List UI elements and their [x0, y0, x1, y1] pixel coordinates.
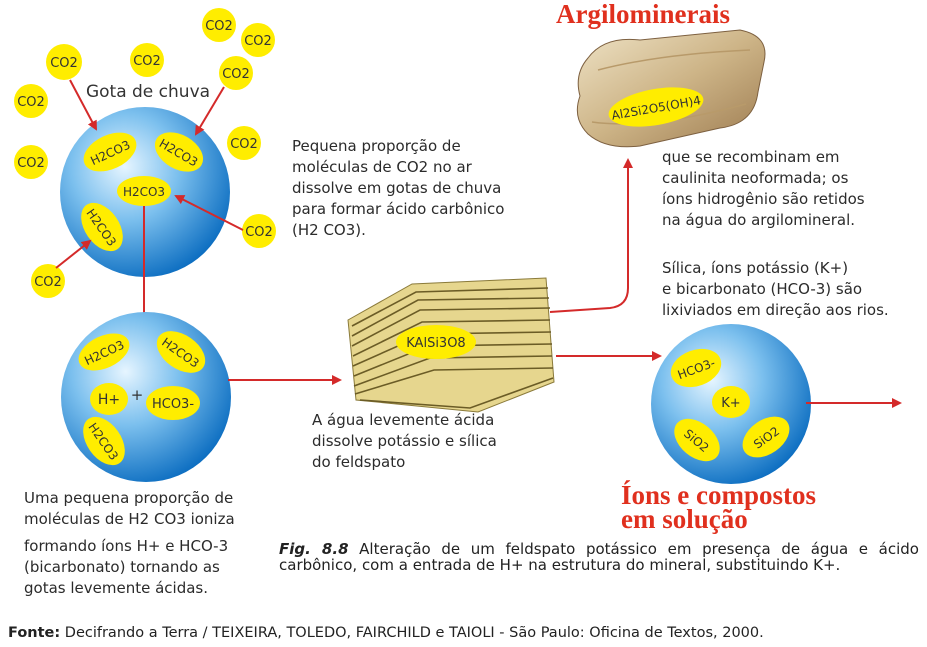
plus-sign: + [131, 386, 144, 404]
h2co3-bubble: H2CO3 [117, 176, 171, 206]
co2-inflow-arrows [55, 79, 244, 269]
co2-label: CO2 [245, 225, 273, 240]
co2-bubble: CO2 [219, 56, 253, 90]
rain-drop-title: Gota de chuva [86, 82, 210, 102]
co2-label: CO2 [205, 19, 233, 34]
feldspar-block: KAlSi3O8 [347, 277, 555, 413]
solution-title-line1: Íons e compostos [621, 480, 817, 510]
co2-label: CO2 [222, 67, 250, 82]
hco3-ion-bubble: HCO3- [146, 386, 200, 420]
clay-minerals-title: Argilominerais [556, 0, 730, 29]
co2-label: CO2 [34, 275, 62, 290]
co2-label: CO2 [17, 95, 45, 110]
co2-bubble: CO2 [202, 8, 236, 42]
co2-dissolve-text: Pequena proporção de moléculas de CO2 no… [292, 137, 505, 239]
svg-text:K+: K+ [721, 396, 740, 411]
recombine-text: que se recombinam em caulinita neoformad… [662, 148, 865, 229]
co2-bubble: CO2 [241, 23, 275, 57]
co2-bubble: CO2 [14, 145, 48, 179]
to-clay-arrow [549, 158, 633, 313]
co2-label: CO2 [50, 56, 78, 71]
silica-bubble: SiO2 [742, 416, 790, 458]
figure-label: Fig. 8.8 [279, 540, 349, 558]
hco3-ion-bubble: HCO3- [670, 348, 722, 388]
co2-bubble: CO2 [242, 214, 276, 248]
co2-label: CO2 [230, 137, 258, 152]
ionized-drop-sphere [61, 312, 231, 482]
silica-bubble: SiO2 [674, 418, 720, 462]
svg-text:H2CO3: H2CO3 [123, 185, 165, 199]
co2-bubble: CO2 [14, 84, 48, 118]
source-citation: Fonte: Decifrando a Terra / TEIXEIRA, TO… [8, 625, 764, 641]
acid-water-text: A água levemente ácida dissolve potássio… [312, 411, 497, 471]
co2-label: CO2 [133, 54, 161, 69]
figure-caption-text: Alteração de um feldspato potássico em p… [279, 540, 919, 574]
svg-text:H+: H+ [98, 392, 120, 408]
source-text: Decifrando a Terra / TEIXEIRA, TOLEDO, F… [64, 625, 764, 641]
co2-bubble: CO2 [31, 264, 65, 298]
h2co3-bubble: H2CO3 [154, 132, 204, 172]
co2-bubble: CO2 [130, 43, 164, 77]
co2-label: CO2 [244, 34, 272, 49]
svg-text:HCO3-: HCO3- [152, 397, 194, 412]
source-label: Fonte: [8, 625, 61, 641]
clay-mineral-rock: Al2Si2O5(OH)4 [576, 29, 766, 148]
ionize-text: Uma pequena proporção de moléculas de H2… [24, 489, 235, 597]
h-ion-bubble: H+ [90, 383, 128, 415]
co2-bubble: CO2 [46, 44, 82, 80]
leached-text: Sílica, íons potássio (K+) e bicarbonato… [662, 259, 889, 319]
co2-label: CO2 [17, 156, 45, 171]
solution-title-line2: em solução [621, 504, 748, 534]
figure-caption: Fig. 8.8 Alteração de um feldspato potás… [279, 541, 919, 573]
feldspar-formula: KAlSi3O8 [406, 336, 465, 351]
co2-bubble: CO2 [227, 126, 261, 160]
k-ion-bubble: K+ [712, 386, 750, 418]
